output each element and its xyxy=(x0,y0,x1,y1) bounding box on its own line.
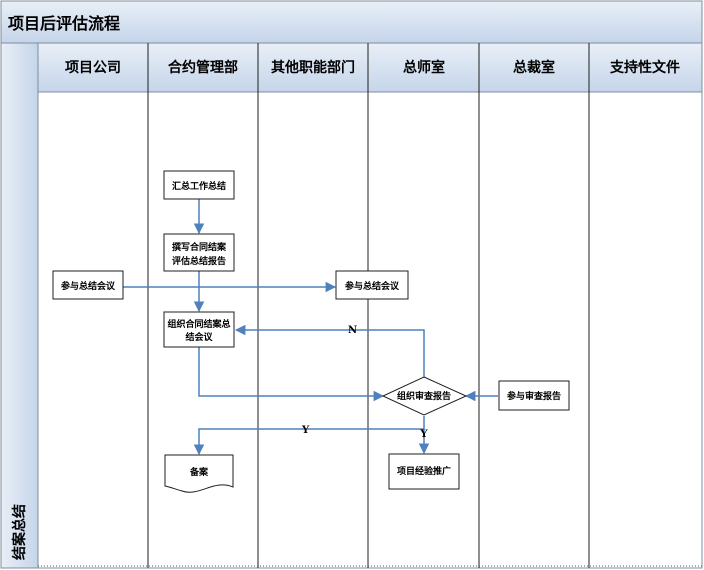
node-archive-document: 备案 xyxy=(164,454,234,493)
svg-text:项目经验推广: 项目经验推广 xyxy=(397,465,451,477)
svg-text:组织合同结案总: 组织合同结案总 xyxy=(167,318,230,330)
svg-text:参与总结会议: 参与总结会议 xyxy=(345,280,400,292)
label-yes-left: Y xyxy=(301,425,310,436)
svg-text:撰写合同结案: 撰写合同结案 xyxy=(172,241,227,253)
title-bar xyxy=(0,0,703,44)
node-chief-meeting: 参与总结会议 xyxy=(335,270,409,300)
diagram-title: 项目后评估流程 xyxy=(8,14,120,33)
node-summarize: 汇总工作总结 xyxy=(163,170,235,200)
svg-text:组织审查报告: 组织审查报告 xyxy=(397,390,451,402)
svg-text:评估总结报告: 评估总结报告 xyxy=(172,255,226,267)
label-yes-down: Y xyxy=(419,429,428,440)
label-no: N xyxy=(348,325,357,336)
svg-text:备案: 备案 xyxy=(189,466,209,478)
lane-dividers xyxy=(147,43,590,568)
svg-text:结会议: 结会议 xyxy=(185,331,213,343)
edge-no-back xyxy=(234,324,425,377)
node-company-meeting: 参与总结会议 xyxy=(52,270,124,300)
lane-header-project-company: 项目公司 xyxy=(65,60,121,76)
lane-header-chief-office: 总师室 xyxy=(403,59,445,76)
lane-header-other-depts: 其他职能部门 xyxy=(271,59,355,76)
node-ceo-review: 参与审查报告 xyxy=(498,380,570,411)
side-column xyxy=(0,42,39,569)
lane-header-president-office: 总裁室 xyxy=(513,59,555,76)
edge-yes-to-archive xyxy=(193,416,425,456)
edge-organize-to-decision xyxy=(198,347,385,402)
svg-text:参与总结会议: 参与总结会议 xyxy=(61,280,116,292)
svg-text:汇总工作总结: 汇总工作总结 xyxy=(172,180,226,192)
node-write-report: 撰写合同结案 评估总结报告 xyxy=(163,233,235,272)
lane-header-contract-dept: 合约管理部 xyxy=(168,59,238,76)
svg-text:参与审查报告: 参与审查报告 xyxy=(507,390,561,402)
node-promote: 项目经验推广 xyxy=(388,453,460,490)
node-organize-meeting: 组织合同结案总 结会议 xyxy=(163,311,235,348)
side-label: 结案总结 xyxy=(11,504,28,560)
node-review-decision: 组织审查报告 xyxy=(381,376,468,416)
connectors xyxy=(123,199,498,456)
lane-header-row xyxy=(37,42,703,93)
lane-header-support-docs: 支持性文件 xyxy=(609,59,680,76)
